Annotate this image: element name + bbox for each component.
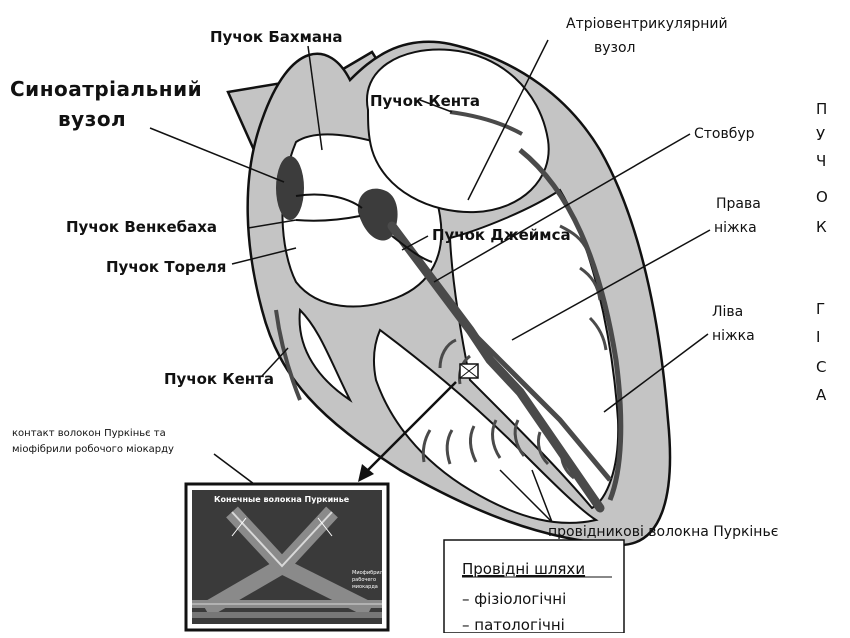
label-left-leg-line1: Ліва xyxy=(712,304,743,320)
inset-side-line3: миокарда xyxy=(352,584,378,590)
label-sa-node-line2: вузол xyxy=(58,107,126,131)
legend-item-pathological: – патологічні xyxy=(462,616,565,633)
his-letter: Г xyxy=(816,300,825,318)
label-wenckebach: Пучок Венкебаха xyxy=(66,218,217,236)
inset-title: Конечные волокна Пуркинье xyxy=(214,495,350,504)
legend: Провідні шляхи – фізіологічні – патологі… xyxy=(444,540,624,633)
label-purkinje-fibers: провідникові волокна Пуркіньє xyxy=(548,524,778,540)
his-letter: І xyxy=(816,328,820,346)
label-av-node-line2: вузол xyxy=(594,40,636,56)
sa-node-shape xyxy=(276,156,304,220)
label-kent-bottom: Пучок Кента xyxy=(164,370,274,388)
legend-item-physiological: – фізіологічні xyxy=(462,590,566,608)
label-bachmann: Пучок Бахмана xyxy=(210,28,342,46)
label-sa-node-line1: Синоатріальний xyxy=(10,77,202,101)
label-james: Пучок Джеймса xyxy=(432,226,571,244)
label-right-leg-line1: Права xyxy=(716,196,761,212)
bundle-of-his-vertical-label: П У Ч О К Г І С А xyxy=(816,100,828,404)
label-purkinje-contact-line2: міофібрили робочого міокарду xyxy=(12,443,174,455)
label-left-leg-line2: ніжка xyxy=(712,328,755,344)
label-stem: Стовбур xyxy=(694,126,755,142)
his-letter: Ч xyxy=(816,152,826,170)
his-letter: У xyxy=(816,126,825,144)
label-right-leg-line2: ніжка xyxy=(714,220,757,236)
his-letter: С xyxy=(816,358,826,376)
his-letter: К xyxy=(816,218,827,236)
his-letter: А xyxy=(816,386,827,404)
label-purkinje-contact-line1: контакт волокон Пуркіньє та xyxy=(12,427,166,439)
label-kent-top: Пучок Кента xyxy=(370,92,480,110)
purkinje-inset: Конечные волокна Пуркинье Миофибрилы раб… xyxy=(186,484,388,630)
his-letter: О xyxy=(816,188,828,206)
inset-side-line1: Миофибрилы xyxy=(352,570,387,576)
label-av-node-line1: Атріовентрикулярний xyxy=(566,16,728,32)
legend-title: Провідні шляхи xyxy=(462,560,585,578)
his-letter: П xyxy=(816,100,827,118)
inset-side-line2: рабочего xyxy=(352,577,376,583)
label-thorel: Пучок Тореля xyxy=(106,258,226,276)
